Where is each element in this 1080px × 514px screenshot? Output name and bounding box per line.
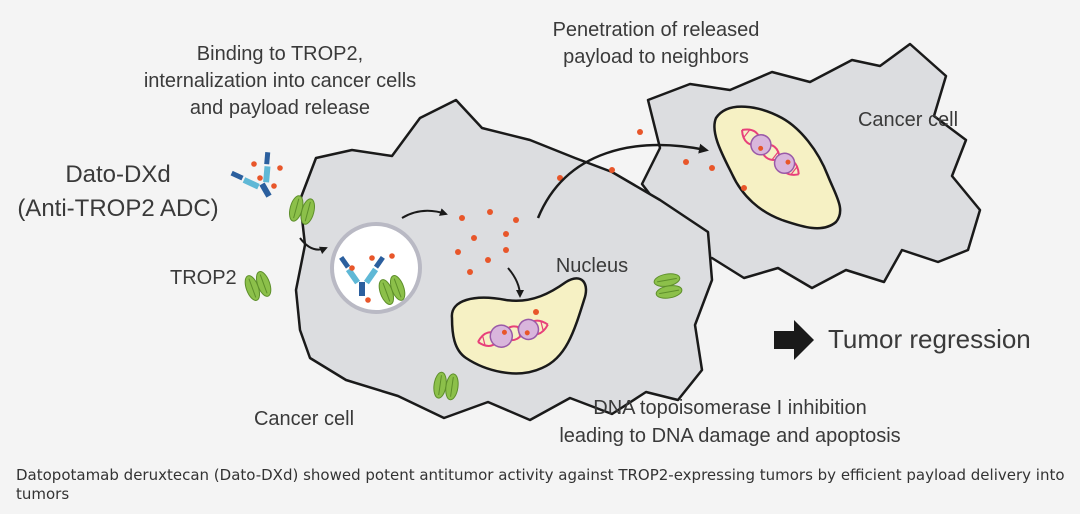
black-arrow-icon (299, 237, 328, 255)
figure-caption: Datopotamab deruxtecan (Dato-DXd) showed… (16, 466, 1065, 503)
drug-name-label: Dato-DXd (65, 161, 170, 188)
released-payload-dots (455, 129, 747, 315)
dna-helix-icon (475, 317, 551, 350)
dna-helix-icon (736, 123, 804, 181)
neighbor-cancer-cell-label: Cancer cell (858, 109, 958, 131)
penetration-label-line2: payload to neighbors (563, 46, 749, 68)
black-arrow-icon (401, 208, 448, 219)
nucleus-label: Nucleus (556, 255, 628, 277)
binding-label-line1: Binding to TROP2, (197, 43, 363, 65)
main-cancer-cell-shape (294, 98, 714, 422)
binding-label-line2: internalization into cancer cells (144, 70, 416, 92)
endosome-vesicle (330, 222, 422, 314)
trop2-label: TROP2 (170, 267, 237, 289)
mechanism-diagram: Binding to TROP2, internalization into c… (17, 19, 1031, 447)
main-cancer-cell-label: Cancer cell (254, 408, 354, 430)
penetration-label-line1: Penetration of released (553, 19, 760, 41)
black-arrow-icon (536, 143, 709, 219)
binding-label-line3: and payload release (190, 97, 370, 119)
dna-effect-label-line2: leading to DNA damage and apoptosis (559, 425, 900, 447)
trop2-receptor-icon (241, 269, 275, 303)
tumor-regression-label: Tumor regression (828, 324, 1031, 354)
dna-effect-label-line1: DNA topoisomerase I inhibition (593, 397, 866, 419)
black-arrow-icon (507, 267, 524, 298)
tumor-regression-arrow-icon (774, 320, 814, 360)
drug-class-label: (Anti-TROP2 ADC) (17, 195, 218, 222)
